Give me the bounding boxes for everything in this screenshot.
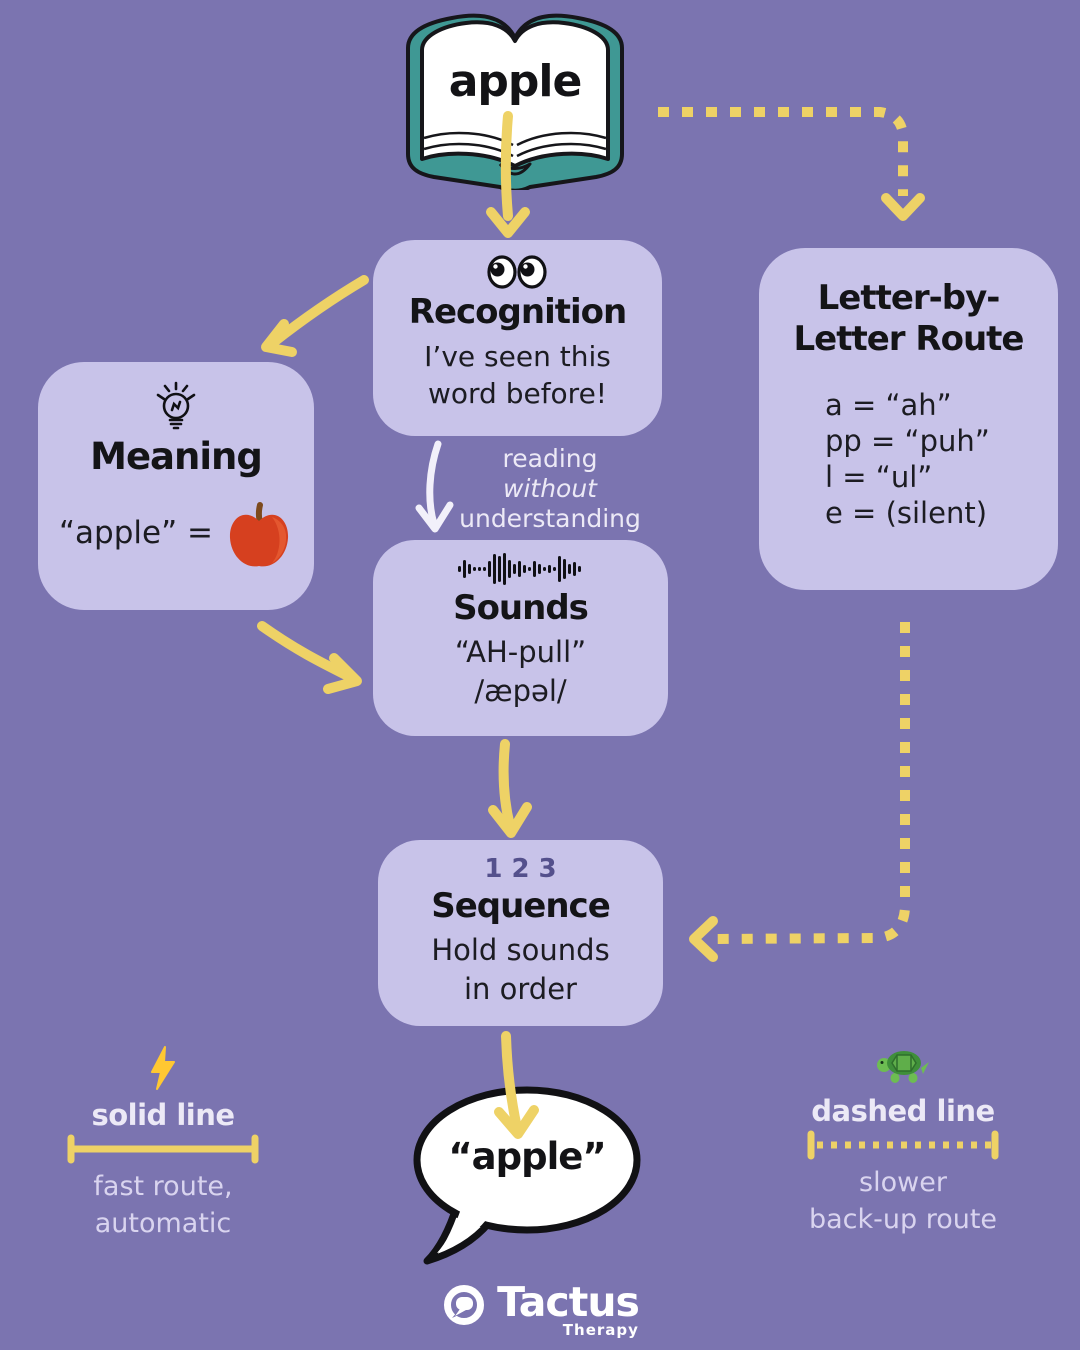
letter-route-title-line2: Letter Route (793, 319, 1025, 360)
solid-line-desc: fast route, automatic (48, 1168, 278, 1242)
tactus-therapy-logo: Tactus Therapy (0, 1282, 1080, 1339)
recognition-body-line1: I’ve seen this (424, 340, 611, 374)
sequence-body-line1: Hold sounds (431, 933, 610, 968)
meaning-node: Meaning “apple” = (38, 362, 314, 610)
solid-desc-line2: automatic (94, 1208, 232, 1239)
meaning-title: Meaning (90, 435, 263, 478)
dashed-desc-line1: slower (859, 1167, 947, 1198)
sequence-numbers: 123 (484, 854, 566, 884)
sequence-title: Sequence (431, 886, 611, 926)
lightbulb-icon (38, 378, 314, 432)
letter-rules-list: a = “ah” pp = “puh” l = “ul” e = (silent… (759, 387, 1058, 531)
brand-name: Tactus (497, 1278, 640, 1326)
turtle-icon (877, 1051, 929, 1083)
letter-by-letter-node: Letter-by- Letter Route a = “ah” pp = “p… (759, 248, 1058, 590)
meaning-equation-text: “apple” = (59, 515, 213, 552)
dashed-desc-line2: back-up route (808, 1204, 998, 1235)
dashed-line-desc: slower back-up route (788, 1164, 1018, 1238)
dashed-arrow-letter-route-to-sequence (689, 622, 910, 962)
letter-rule-a: a = “ah” (825, 387, 952, 422)
lightning-icon (151, 1046, 175, 1090)
dashed-line-legend: dashed line slower back-up route (788, 1046, 1018, 1238)
dashed-line-label: dashed line (811, 1094, 995, 1128)
arrow-recognition-to-meaning (261, 275, 369, 357)
letter-rule-l: l = “ul” (825, 459, 933, 494)
sounds-pronunciation: “AH-pull” (454, 635, 587, 670)
note-line3: understanding (459, 504, 641, 533)
open-book-icon (406, 13, 624, 193)
solid-line-sample (48, 1134, 278, 1164)
letter-rule-e: e = (silent) (825, 495, 988, 530)
sounds-title: Sounds (453, 588, 589, 628)
dashed-arrow-book-to-letter-route (658, 107, 925, 221)
sounds-node: Sounds “AH-pull” /æpəl/ (373, 540, 668, 736)
solid-line-legend: solid line fast route, automatic (48, 1046, 278, 1242)
letter-route-title-line1: Letter-by- (817, 278, 1001, 318)
arrow-sounds-to-sequence (488, 739, 532, 838)
letter-rule-pp: pp = “puh” (825, 423, 990, 458)
solid-desc-line1: fast route, (93, 1171, 233, 1202)
eyes-icon (373, 254, 662, 290)
solid-line-label: solid line (91, 1098, 235, 1132)
speech-bubble-shape (413, 1086, 641, 1265)
recognition-title: Recognition (408, 292, 627, 332)
reading-without-understanding-note: reading without understanding (430, 444, 670, 534)
book-illustration: apple (392, 8, 638, 193)
note-line2: without (503, 474, 597, 503)
note-line1: reading (502, 444, 598, 473)
sequence-body-line2: in order (464, 971, 577, 1006)
spoken-word: “apple” (448, 1135, 606, 1178)
speech-bubble: “apple” (405, 1085, 655, 1275)
brand-text: Tactus Therapy (497, 1278, 640, 1340)
meaning-equation: “apple” = (38, 495, 314, 571)
sounds-ipa: /æpəl/ (474, 673, 567, 708)
recognition-body-line2: word before! (427, 377, 608, 411)
book-word: apple (448, 56, 583, 107)
tactus-logo-icon (444, 1285, 485, 1325)
recognition-node: Recognition I’ve seen this word before! (373, 240, 662, 436)
apple-icon (229, 502, 289, 567)
arrow-meaning-to-sounds (257, 621, 362, 694)
sequence-node: 123 Sequence Hold sounds in order (378, 840, 663, 1026)
waveform-icon (373, 552, 668, 586)
brand-subtitle: Therapy (562, 1321, 639, 1339)
dashed-line-sample (788, 1130, 1018, 1160)
